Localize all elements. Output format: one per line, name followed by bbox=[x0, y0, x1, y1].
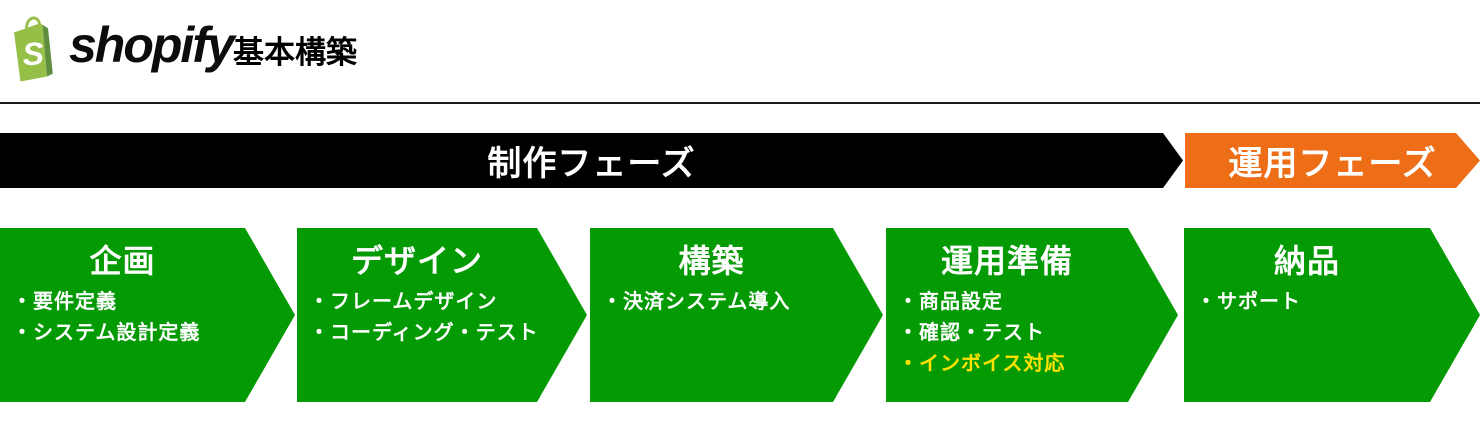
bag-handle bbox=[25, 16, 42, 30]
step-design: デザイン ・フレームデザイン ・コーディング・テスト bbox=[297, 228, 587, 402]
step-title: 企画 bbox=[89, 243, 156, 279]
production-phase-banner: 制作フェーズ bbox=[0, 133, 1183, 188]
step-bullet-list: ・要件定義 ・システム設計定義 bbox=[0, 287, 295, 349]
step-bullet-list: ・フレームデザイン ・コーディング・テスト bbox=[297, 287, 587, 349]
bag-body bbox=[14, 23, 47, 82]
shopify-wordmark: shopify bbox=[69, 17, 235, 73]
page-title: 基本構築 bbox=[233, 35, 357, 70]
operation-phase-label: 運用フェーズ bbox=[1228, 145, 1437, 183]
production-phase-label: 制作フェーズ bbox=[487, 145, 696, 183]
step-bullet: ・商品設定 bbox=[898, 291, 1003, 313]
step-bullet: ・決済システム導入 bbox=[602, 291, 791, 313]
operation-phase-banner: 運用フェーズ bbox=[1185, 133, 1480, 188]
step-delivery: 納品 ・サポート bbox=[1184, 228, 1480, 402]
step-operation-prep: 運用準備 ・商品設定 ・確認・テスト ・インボイス対応 bbox=[886, 228, 1178, 402]
step-bullet-list: ・サポート bbox=[1184, 287, 1480, 318]
header-divider bbox=[0, 102, 1480, 104]
shopify-bag-icon: S bbox=[14, 16, 53, 82]
step-bullet-list: ・商品設定 ・確認・テスト ・インボイス対応 bbox=[886, 287, 1178, 380]
bag-side bbox=[42, 24, 53, 77]
step-bullet: ・サポート bbox=[1196, 291, 1301, 313]
step-title: デザイン bbox=[350, 243, 483, 279]
step-bullet: ・コーディング・テスト bbox=[309, 322, 539, 344]
step-bullet: ・確認・テスト bbox=[898, 322, 1045, 344]
step-bullet: ・要件定義 bbox=[12, 291, 117, 313]
step-planning: 企画 ・要件定義 ・システム設計定義 bbox=[0, 228, 295, 402]
step-bullet-highlighted: ・インボイス対応 bbox=[898, 353, 1066, 375]
step-bullet: ・システム設計定義 bbox=[12, 322, 201, 344]
bag-s-letter: S bbox=[21, 35, 45, 72]
step-title: 納品 bbox=[1273, 243, 1340, 279]
step-title: 構築 bbox=[678, 243, 745, 279]
step-build: 構築 ・決済システム導入 bbox=[590, 228, 883, 402]
step-bullet: ・フレームデザイン bbox=[309, 291, 498, 313]
step-bullet-list: ・決済システム導入 bbox=[590, 287, 883, 318]
step-title: 運用準備 bbox=[940, 243, 1073, 279]
